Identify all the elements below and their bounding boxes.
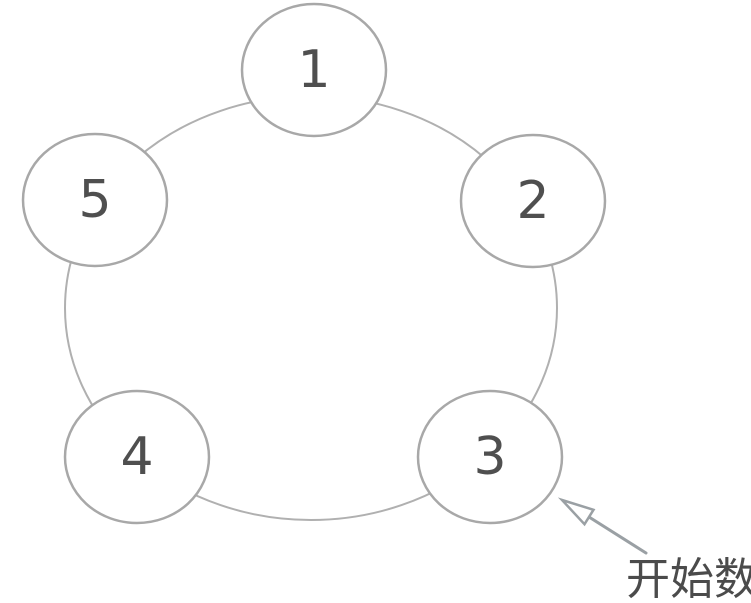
node-1: 1 [240,2,388,138]
node-5: 5 [21,132,169,268]
node-1-label: 1 [297,40,330,100]
node-5-circle [21,132,169,268]
node-2: 2 [459,133,607,269]
node-4-circle [63,389,211,525]
start-label: 开始数 [626,554,751,603]
node-4: 4 [63,389,211,525]
node-5-label: 5 [78,170,111,230]
node-3-label: 3 [473,427,506,487]
node-1-circle [240,2,388,138]
node-3: 3 [416,389,564,525]
arrow-head-icon [557,497,596,527]
start-annotation: 开始数 [557,497,751,603]
node-2-circle [459,133,607,269]
arrow-line [587,515,648,555]
node-4-label: 4 [120,427,153,487]
node-2-label: 2 [516,171,549,231]
node-3-circle [416,389,564,525]
